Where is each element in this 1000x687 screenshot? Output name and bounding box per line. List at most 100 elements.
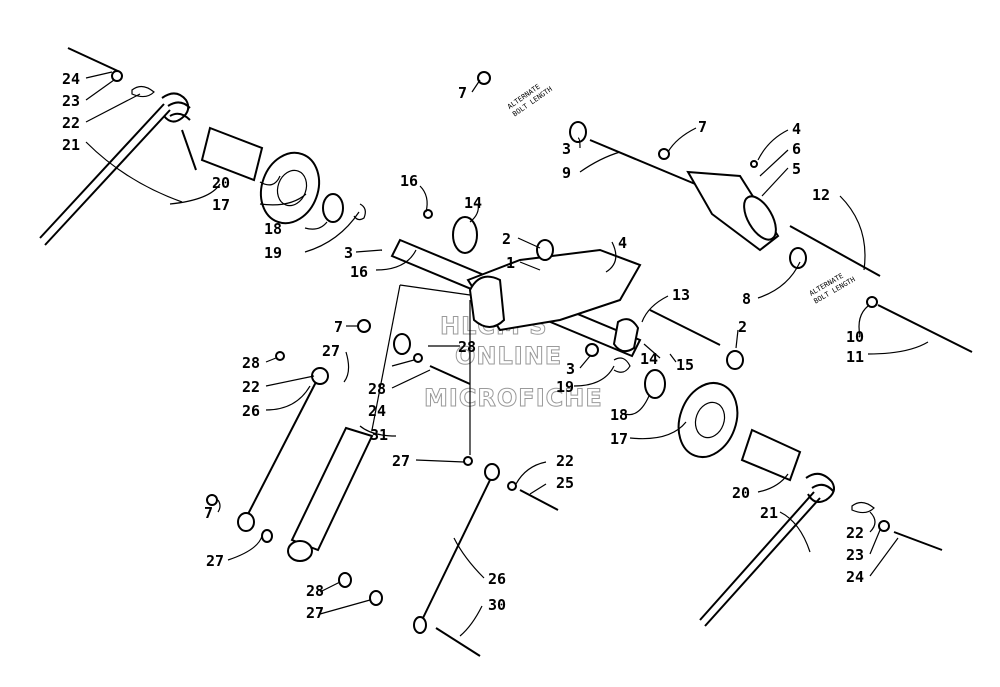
shock-eye (287, 540, 313, 562)
nut-7-right (658, 148, 670, 160)
link-end (413, 616, 427, 634)
callout-7-right: 7 (698, 118, 707, 136)
washer-23-left (111, 70, 123, 82)
callout-28-a: 28 (242, 354, 260, 372)
bolt-30 (435, 627, 481, 657)
bushing-8 (789, 247, 807, 269)
decal-right: ALTERNATE BOLT LENGTH (808, 272, 857, 306)
pivot-5 (743, 195, 777, 241)
bolt-25 (519, 489, 559, 511)
snap-ring-19-right (613, 357, 631, 373)
callout-16-a: 16 (350, 263, 368, 281)
callout-6: 6 (792, 140, 801, 158)
torsion-spring-21-left (161, 92, 191, 123)
idler-wheel-17-right (677, 382, 739, 458)
pin-16 (423, 209, 433, 219)
spacer-3-mid (585, 343, 599, 357)
callout-12: 12 (812, 186, 830, 204)
washer-23-right (878, 520, 890, 532)
bushing-2-upper (536, 239, 554, 261)
callout-23-right: 23 (846, 546, 864, 564)
arm-bracket (468, 275, 506, 328)
link-rod-26-right (421, 479, 491, 621)
spring-arm-21-left-b (39, 103, 165, 239)
callout-8: 8 (742, 290, 751, 308)
callout-18-mid: 18 (610, 406, 628, 424)
wheel-hub-right (694, 401, 726, 439)
callout-19-top-left: 19 (264, 244, 282, 262)
bearing-18-left (322, 193, 344, 223)
callout-11: 11 (846, 348, 864, 366)
callout-20-top-left: 20 (212, 174, 230, 192)
nut-7-left (357, 319, 371, 333)
washer-22-b (507, 481, 517, 491)
bushing-27-d (369, 590, 383, 606)
callout-20-right: 20 (732, 484, 750, 502)
callout-24-top-left: 24 (62, 70, 80, 88)
callout-27-c: 27 (206, 552, 224, 570)
callout-19-mid: 19 (556, 378, 574, 396)
callout-18-top-left: 18 (264, 220, 282, 238)
bolt-12 (789, 225, 881, 277)
callout-16-b: 16 (400, 172, 418, 190)
callout-27-d: 27 (306, 604, 324, 622)
callout-22-left: 22 (242, 378, 260, 396)
bushing-14-lower (612, 318, 640, 353)
callout-25: 25 (556, 474, 574, 492)
callout-23-top-left: 23 (62, 92, 80, 110)
callout-3-top: 3 (562, 140, 571, 158)
bearing-18-right (644, 369, 666, 399)
callout-24-right: 24 (846, 568, 864, 586)
callout-5: 5 (792, 160, 801, 178)
callout-7-left: 7 (334, 318, 343, 336)
snap-ring-19-left (353, 203, 366, 221)
callout-22-right: 22 (846, 524, 864, 542)
callout-14-b: 14 (640, 350, 658, 368)
spacer-tube-20-right (740, 428, 802, 482)
nut-7-bottom (206, 494, 218, 506)
spring-assembly-right (613, 357, 943, 627)
front-arm-1 (466, 248, 642, 332)
bushing-27-cc (261, 529, 273, 543)
shock-linkage-assembly (206, 284, 559, 657)
callout-17-mid: 17 (610, 430, 628, 448)
callout-22-b: 22 (556, 452, 574, 470)
guide-line-b (371, 284, 401, 431)
callout-10: 10 (846, 328, 864, 346)
callout-28-mid: 28 (368, 380, 386, 398)
callout-2-top: 2 (502, 230, 511, 248)
callout-21-right: 21 (760, 504, 778, 522)
bushing-2-lower (726, 350, 744, 370)
washer-10 (866, 296, 878, 308)
leader-lines (85, 71, 929, 637)
bushing-28-mid (413, 353, 423, 363)
watermark-line-2: ONLINE (455, 342, 562, 370)
callout-2-right: 2 (738, 318, 747, 336)
shaft-13 (649, 309, 721, 346)
callout-labels: 24 23 22 21 20 17 18 19 3 16 16 14 2 1 4… (62, 70, 864, 622)
callout-28-b: 28 (306, 582, 324, 600)
callout-30: 30 (488, 596, 506, 614)
callout-1: 1 (506, 254, 515, 272)
spring-leg-21-left (181, 129, 197, 171)
bushing-14-upper (452, 216, 478, 254)
spring-arm-21-right-b (699, 491, 815, 621)
callout-7-top: 7 (458, 84, 467, 102)
callout-4-right: 4 (792, 120, 801, 138)
bolt-24-mid (429, 365, 471, 385)
callout-13: 13 (672, 286, 690, 304)
idler-wheel-17-left (259, 151, 321, 225)
callout-26-b: 26 (488, 570, 506, 588)
clip-22-left (131, 85, 155, 98)
callout-4-mid: 4 (618, 234, 627, 252)
wheel-hub-left (276, 169, 308, 207)
link-rod-26-left (245, 381, 317, 519)
callout-26-left: 26 (242, 402, 260, 420)
bushing-27-a (393, 333, 411, 355)
link-bushing-22 (311, 367, 329, 385)
callout-24-mid: 24 (368, 402, 386, 420)
bolt-24-left (67, 47, 121, 73)
spring-arm-21-left-a (44, 109, 171, 246)
decal-top: ALTERNATE BOLT LENGTH (506, 83, 554, 119)
